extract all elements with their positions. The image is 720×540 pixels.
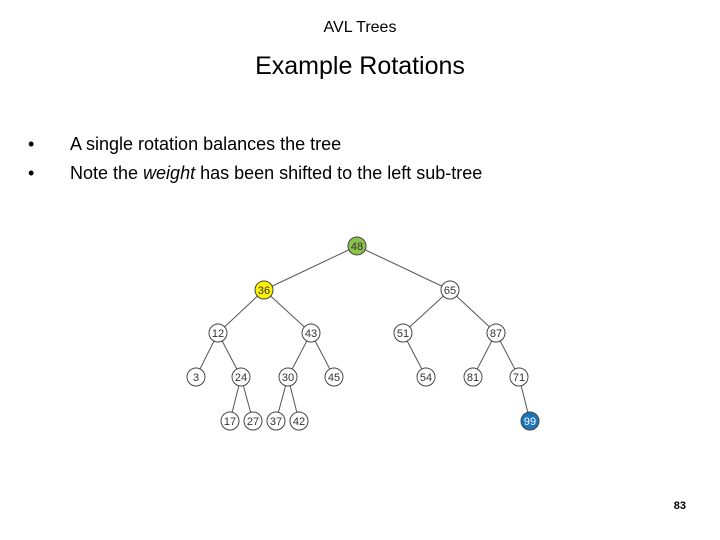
bullet-item: • Note the weight has been shifted to th…: [28, 159, 482, 188]
tree-node-label: 87: [490, 328, 502, 340]
tree-node-label: 65: [444, 285, 456, 297]
tree-node-label: 30: [282, 372, 294, 384]
tree-node-label: 81: [467, 372, 479, 384]
tree-edge: [263, 289, 312, 334]
tree-node-circle: [520, 411, 540, 431]
tree-edges: [195, 245, 531, 422]
tree-node: 51: [393, 323, 413, 343]
tree-node-circle: [393, 323, 413, 343]
tree-node-label: 17: [224, 416, 236, 428]
tree-node-label: 45: [328, 372, 340, 384]
tree-edge: [449, 289, 497, 334]
tree-node-label: 3: [193, 372, 199, 384]
tree-node-circle: [416, 367, 436, 387]
tree-node-circle: [231, 367, 251, 387]
tree-node-circle: [301, 323, 321, 343]
tree-node: 17: [220, 411, 240, 431]
tree-node: 3: [186, 367, 206, 387]
tree-node-circle: [243, 411, 263, 431]
tree-node-circle: [289, 411, 309, 431]
tree-node: 65: [440, 280, 460, 300]
tree-node-circle: [440, 280, 460, 300]
tree-node: 37: [266, 411, 286, 431]
tree-node-label: 43: [305, 328, 317, 340]
tree-node: 30: [278, 367, 298, 387]
bullet-text-after: has been shifted to the left sub-tree: [195, 163, 483, 183]
tree-node: 71: [509, 367, 529, 387]
tree-node-label: 99: [524, 416, 536, 428]
slide-header: AVL Trees: [323, 19, 397, 36]
bullet-text-emphasis: weight: [143, 163, 196, 183]
bullet-dot-icon: •: [28, 134, 35, 154]
tree-node-label: 51: [397, 328, 409, 340]
tree-edge: [402, 289, 451, 334]
tree-nodes: 48 36 65 12 43 51 87 3 24 30 45 54 81 71 17 27 37 42 99: [186, 236, 540, 431]
tree-node-circle: [347, 236, 367, 256]
bullet-text: A single rotation balances the tree: [70, 134, 342, 154]
tree-node-circle: [463, 367, 483, 387]
tree-node-label: 27: [247, 416, 259, 428]
tree-node-label: 71: [513, 372, 525, 384]
tree-node-label: 12: [212, 328, 224, 340]
tree-node-circle: [324, 367, 344, 387]
tree-node-circle: [486, 323, 506, 343]
tree-edge: [356, 245, 451, 291]
tree-node: 42: [289, 411, 309, 431]
tree-node-label: 48: [351, 241, 363, 253]
tree-node-label: 24: [235, 372, 247, 384]
tree-node: 45: [324, 367, 344, 387]
bullet-item: • A single rotation balances the tree: [28, 130, 482, 159]
tree-node: 27: [243, 411, 263, 431]
page-number: 83: [673, 500, 686, 512]
tree-node-label: 54: [420, 372, 432, 384]
bullet-dot-icon: •: [28, 163, 35, 183]
tree-node-label: 36: [258, 285, 270, 297]
tree-node: 24: [231, 367, 251, 387]
tree-node-circle: [208, 323, 228, 343]
bullet-list: • A single rotation balances the tree • …: [28, 130, 482, 188]
tree-node-circle: [254, 280, 274, 300]
tree-node: 87: [486, 323, 506, 343]
tree-node-circle: [186, 367, 206, 387]
tree-edge: [217, 289, 265, 334]
tree-node-circle: [278, 367, 298, 387]
tree-node: 12: [208, 323, 228, 343]
slide-title: Example Rotations: [255, 52, 465, 80]
tree-node: 81: [463, 367, 483, 387]
tree-node: 99: [520, 411, 540, 431]
tree-node-circle: [509, 367, 529, 387]
tree-node: 43: [301, 323, 321, 343]
tree-node-circle: [220, 411, 240, 431]
tree-node-label: 37: [270, 416, 282, 428]
tree-edge: [263, 245, 358, 291]
tree-node: 48: [347, 236, 367, 256]
tree-node: 36: [254, 280, 274, 300]
tree-node-circle: [266, 411, 286, 431]
tree-node: 54: [416, 367, 436, 387]
bullet-text-before: Note the: [70, 163, 144, 183]
tree-node-label: 42: [293, 416, 305, 428]
